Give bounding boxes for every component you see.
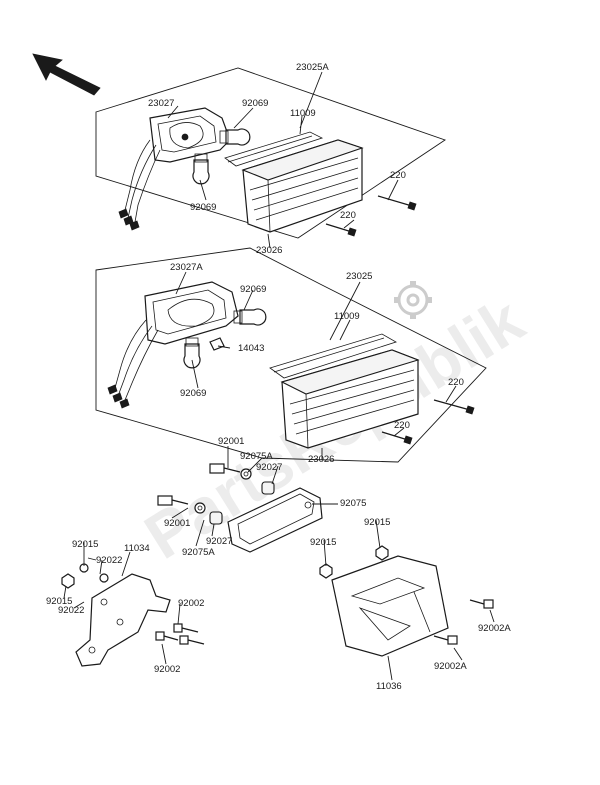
callout-11036: 11036 [376, 681, 402, 692]
washer-icon [99, 573, 109, 583]
bulb-icon [233, 308, 267, 326]
callout-92075: 92075 [340, 498, 366, 509]
bulb-icon [219, 128, 251, 146]
callout-23027: 23027 [148, 98, 174, 109]
upper-group-outline [95, 67, 447, 239]
lower-lamp-group [95, 247, 487, 463]
callout-92022: 92022 [58, 605, 84, 616]
callout-92069: 92069 [190, 202, 216, 213]
callout-92001: 92001 [164, 518, 190, 529]
callout-92027: 92027 [206, 536, 232, 547]
lens-23026 [280, 349, 420, 449]
washer-icon [194, 502, 206, 514]
bulb-icon [183, 337, 201, 369]
callout-23026: 23026 [256, 245, 282, 256]
nut-icon [375, 545, 389, 561]
callout-92002: 92002 [178, 598, 204, 609]
front-direction-arrow-icon [32, 53, 101, 96]
license-light-group [61, 446, 495, 681]
callout-92015: 92015 [364, 517, 390, 528]
callout-92075A: 92075A [182, 547, 215, 558]
lower-group-outline [95, 247, 487, 463]
bolt-icon [157, 495, 189, 506]
callout-23027A: 23027A [170, 262, 203, 273]
callout-92075A: 92075A [240, 451, 273, 462]
callout-220: 220 [340, 210, 356, 221]
gasket-11009 [269, 333, 397, 379]
callout-92015: 92015 [72, 539, 98, 550]
screw-icon [381, 431, 413, 445]
bolt-icon [155, 631, 179, 641]
license-lamp-92075 [227, 487, 323, 553]
callout-23025A: 23025A [296, 62, 329, 73]
callout-11034: 11034 [124, 543, 150, 554]
callout-23026: 23026 [308, 454, 334, 465]
gasket-11009 [224, 131, 324, 167]
callout-92015: 92015 [46, 596, 72, 607]
callout-11009: 11009 [290, 108, 316, 119]
lamp-base-23027 [118, 107, 231, 231]
callout-92015: 92015 [310, 537, 336, 548]
nut-icon [319, 563, 333, 579]
bolt-icon [179, 635, 205, 645]
lens-23026 [241, 139, 364, 233]
callout-92027: 92027 [256, 462, 282, 473]
callout-23025: 23025 [346, 271, 372, 282]
screw-icon [377, 195, 417, 211]
callout-92069: 92069 [180, 388, 206, 399]
callout-11009: 11009 [334, 311, 360, 322]
callout-92069: 92069 [240, 284, 266, 295]
bulb-socket-14043 [209, 337, 225, 351]
screw-icon [325, 223, 357, 237]
spacer-icon [209, 511, 223, 525]
nut-icon [61, 573, 75, 589]
callout-92002: 92002 [154, 664, 180, 675]
bolt-icon [209, 463, 241, 474]
callout-labels: 23025A 23027 92069 11009 220 92069 220 2… [46, 62, 511, 692]
screw-icon [433, 399, 475, 415]
bracket-11034 [75, 573, 171, 667]
bulb-icon [192, 153, 210, 185]
callout-220: 220 [390, 170, 406, 181]
bolt-icon [433, 635, 458, 645]
callout-92001: 92001 [218, 436, 244, 447]
callout-92002A: 92002A [434, 661, 467, 672]
callout-220: 220 [394, 420, 410, 431]
upper-lamp-group [95, 67, 447, 249]
bolt-icon [469, 599, 494, 609]
lamp-base-23027A [107, 281, 239, 409]
plate-bracket-11036 [331, 555, 449, 657]
spacer-icon [261, 481, 275, 495]
gear-watermark-icon [394, 281, 432, 319]
callout-92069: 92069 [242, 98, 268, 109]
bolt-icon [173, 623, 199, 633]
callout-14043: 14043 [238, 343, 264, 354]
callout-92002A: 92002A [478, 623, 511, 634]
callout-92022: 92022 [96, 555, 122, 566]
callout-220: 220 [448, 377, 464, 388]
